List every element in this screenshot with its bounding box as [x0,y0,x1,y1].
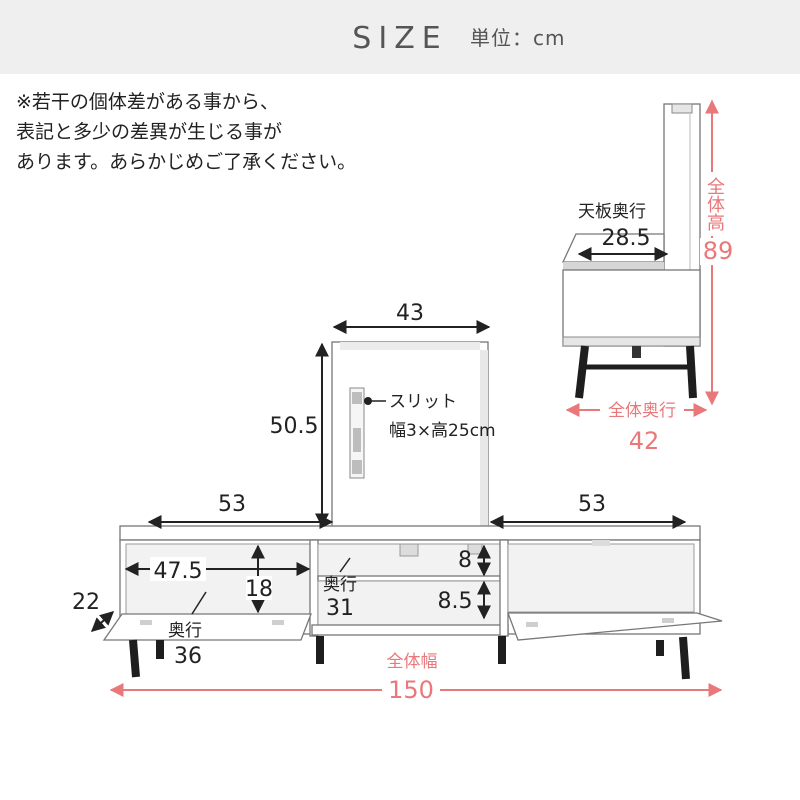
top-depth-value: 28.5 [602,226,651,251]
slit-size: 幅3×高25cm [389,421,496,441]
side-leg-front [575,345,589,399]
cabinet [102,525,723,680]
side-body-bottom [562,336,701,347]
side-back-cap [671,103,693,114]
front-back-panel-edge [480,350,488,528]
slit-part-top [352,392,362,404]
left-inner-width-bg [150,557,206,581]
side-top-shadow [563,262,664,271]
divider-left [309,539,319,637]
front-back-panel-group: スリット 幅3×高25cm 43 50.5 [270,301,496,529]
left-width-value: 53 [218,492,246,517]
cable-hole-1 [399,543,419,557]
right-top-notch [592,540,610,546]
middle-lower-height-value: 8.5 [438,589,473,614]
header-band [0,0,800,74]
right-width-value: 53 [578,492,606,517]
total-depth-value: 42 [629,427,660,455]
left-flap-hinge-1 [140,620,152,625]
panel-width-value: 43 [396,301,424,326]
total-width-value: 150 [388,676,434,704]
side-adjuster [632,346,641,358]
slit-part-bottom [352,460,362,474]
left-inner-height-value: 18 [245,577,273,602]
middle-depth-pointer [339,557,351,573]
middle-upper-height-value: 8 [458,548,472,573]
slit-label: スリット [389,392,457,412]
middle-depth-label: 奥行 [323,575,357,595]
total-depth-label: 全体奥行 [608,401,676,421]
side-leg-back [686,345,697,399]
left-inner-height-bg [246,576,272,600]
middle-bottom-board [311,624,509,636]
total-width-value-bg [382,676,440,703]
right-compartment [507,543,695,613]
total-height-value-bg [700,238,736,265]
cabinet-dimensions: 53 53 47.5 18 22 奥行 36 8 8.5 奥行 31 全体幅 1… [72,492,723,704]
unit-label: 単位：cm [470,26,565,50]
front-back-panel-cap [340,342,480,350]
panel-height-value: 50.5 [270,414,319,439]
left-depth-label: 奥行 [168,621,202,641]
leg-1 [129,639,140,678]
cabinet-top-board [119,525,701,541]
left-flap-hinge-2 [272,620,284,625]
total-depth-label-bg [600,399,684,421]
middle-lower-compartment [317,580,501,626]
right-flap-hinge-2 [662,618,674,623]
top-depth-label: 天板奥行 [578,202,646,222]
side-body [562,269,701,347]
left-inner-width-value: 47.5 [154,559,203,584]
middle-depth-value: 31 [326,596,354,621]
leg-6 [679,636,690,680]
size-title: SIZE [352,21,447,56]
note-line-2: 表記と多少の差異が生じる事が [16,121,282,143]
total-height-label: 全体高 [703,172,725,236]
flap-depth-arrow [90,611,115,632]
total-width-label: 全体幅 [387,652,438,672]
slit-part-mid [353,428,361,452]
left-depth-value: 36 [174,644,202,669]
side-view: 天板奥行 28.5 89 全体奥行 42 [561,99,736,455]
left-depth-pointer [191,591,207,615]
divider-right [499,539,509,637]
note-line-1: ※若干の個体差がある事から、 [16,91,279,113]
left-flap-door [102,613,312,641]
flap-depth-value: 22 [72,590,100,615]
note-line-3: あります。あらかじめご了承ください。 [16,151,356,173]
note-block: ※若干の個体差がある事から、 表記と多少の差異が生じる事が あります。あらかじめ… [16,91,356,173]
right-flap-hinge-1 [526,622,538,627]
total-height-value: 89 [703,237,734,265]
